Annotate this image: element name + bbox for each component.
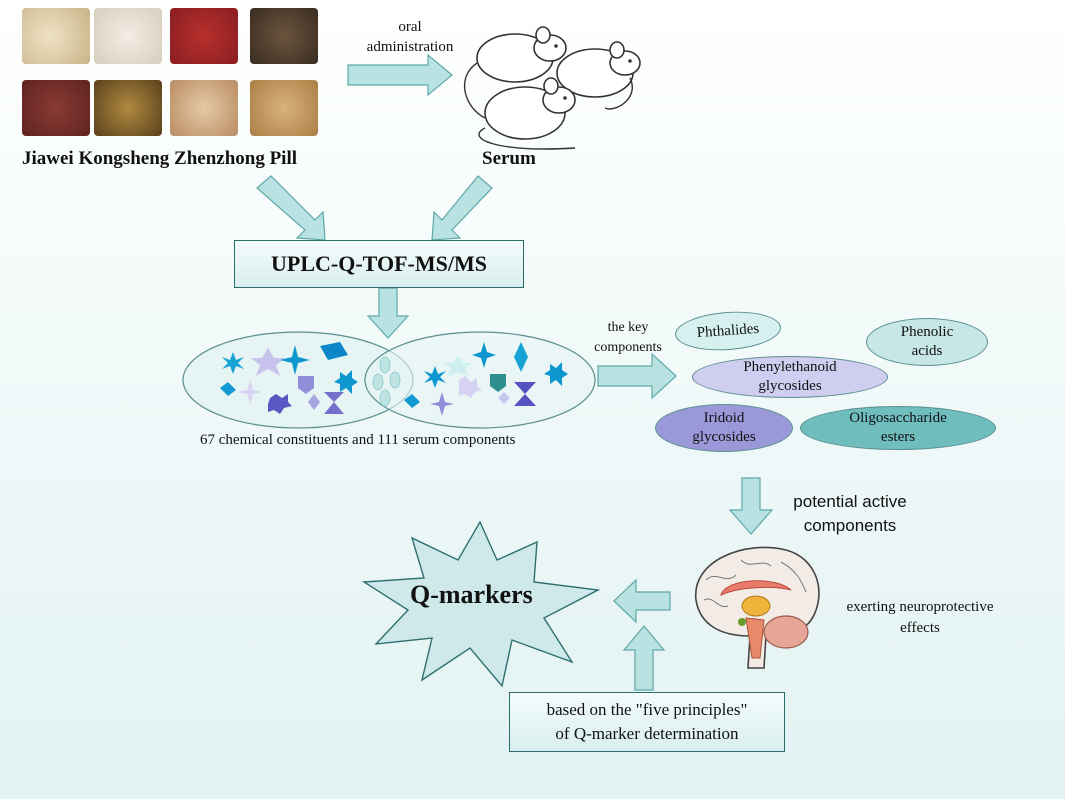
- mice-illustration: [463, 26, 641, 150]
- brain-illustration: [695, 546, 820, 669]
- arrow-pill-uplc: [256, 175, 326, 241]
- key-components-label: the key components: [594, 320, 662, 355]
- potential-label: potential active components: [793, 492, 907, 535]
- herb-photo: [94, 80, 162, 136]
- q-markers-label: Q-markers: [410, 580, 533, 609]
- phenylethanoid-label: Phenylethanoid glycosides: [743, 359, 837, 394]
- arrow-down-brain: [728, 477, 774, 535]
- component-iridoid: Iridoid glycosides: [655, 404, 793, 452]
- herb-photo: [170, 80, 238, 136]
- herb-photo: [170, 8, 238, 64]
- venn-diagram: [182, 331, 596, 429]
- phenolic-label: Phenolic acids: [900, 324, 954, 359]
- principles-label: based on the "five principles" of Q-mark…: [546, 700, 748, 743]
- pill-label: Jiawei Kongsheng Zhenzhong Pill: [22, 148, 298, 169]
- arrow-oral: [347, 53, 453, 97]
- component-oligosaccharide: Oligosaccharide esters: [800, 406, 996, 450]
- venn-right-ellipse: [364, 331, 596, 429]
- right-shapes: [404, 342, 568, 416]
- q-markers-starburst: [362, 520, 601, 688]
- iridoid-label: Iridoid glycosides: [692, 410, 756, 445]
- arrow-key: [597, 352, 677, 400]
- herb-photo: [22, 8, 90, 64]
- left-shapes: [220, 342, 358, 414]
- herb-photo: [250, 80, 318, 136]
- component-phenolic-acids: Phenolic acids: [866, 318, 988, 366]
- phthalides-label: Phthalides: [696, 320, 760, 341]
- principles-box: based on the "five principles" of Q-mark…: [509, 692, 785, 752]
- herb-photo: [22, 80, 90, 136]
- arrow-serum-uplc: [431, 175, 493, 241]
- oligosaccharide-label: Oligosaccharide esters: [849, 410, 947, 445]
- component-phenylethanoid: Phenylethanoid glycosides: [692, 356, 888, 398]
- arrow-brain-q: [613, 578, 671, 624]
- herb-photo: [250, 8, 318, 64]
- exerting-label: exerting neuroprotective effects: [846, 599, 994, 636]
- arrow-up-principles: [622, 625, 666, 691]
- uplc-label: UPLC-Q-TOF-MS/MS: [271, 251, 487, 276]
- serum-label: Serum: [482, 148, 536, 169]
- oral-label: oral administration: [366, 19, 454, 55]
- constituents-label: 67 chemical constituents and 111 serum c…: [200, 432, 516, 448]
- herb-photo: [94, 8, 162, 64]
- uplc-box: UPLC-Q-TOF-MS/MS: [234, 240, 524, 288]
- arrow-uplc-venn: [366, 287, 410, 339]
